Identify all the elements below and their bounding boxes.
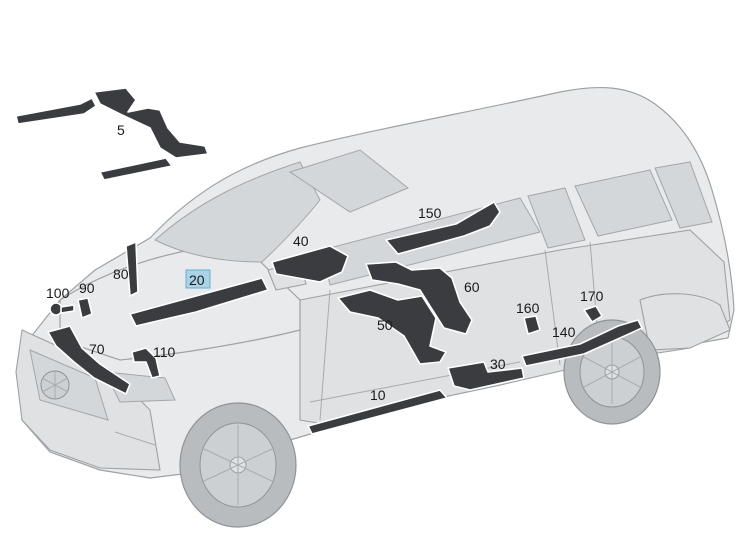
part-40-bracket: [271, 245, 349, 283]
part-60-crossmember: [365, 261, 473, 335]
part-10-rocker-panel: [307, 389, 448, 435]
callout-10: 10: [370, 387, 386, 403]
callout-90: 90: [79, 280, 95, 296]
part-90-clip: [77, 297, 93, 319]
part-30-bracket: [447, 361, 525, 391]
callout-20-highlight: [185, 269, 211, 289]
part-150-roof-rail: [385, 201, 501, 255]
callout-50: 50: [377, 317, 393, 333]
part-80-pillar: [125, 241, 139, 297]
part-20-cowl-panel: [129, 277, 269, 327]
part-170-cap: [583, 305, 603, 323]
callout-20: 20: [189, 272, 205, 288]
part-100-bolt: [49, 302, 75, 316]
part-5-assembly: [15, 87, 209, 181]
part-110-bracket: [131, 347, 161, 379]
vehicle-outline: [15, 86, 735, 528]
callout-80: 80: [113, 266, 129, 282]
callout-150: 150: [418, 205, 442, 221]
callout-170: 170: [580, 288, 604, 304]
part-50-floor-tunnel: [337, 289, 447, 365]
callout-70: 70: [89, 341, 105, 357]
callout-40: 40: [293, 233, 309, 249]
callout-30: 30: [490, 356, 506, 372]
callout-5: 5: [117, 122, 125, 138]
part-160-bracket: [523, 315, 541, 335]
callout-60: 60: [464, 279, 480, 295]
callout-110: 110: [153, 344, 176, 360]
callout-140: 140: [552, 324, 576, 340]
callout-100: 100: [46, 285, 70, 301]
part-140-rear-rail: [521, 319, 643, 367]
part-70-front-rail: [47, 325, 131, 395]
callout-labels: 5 10 20 30 40 50 60 70 80 90 100 110 140…: [46, 122, 604, 403]
callout-160: 160: [516, 300, 540, 316]
